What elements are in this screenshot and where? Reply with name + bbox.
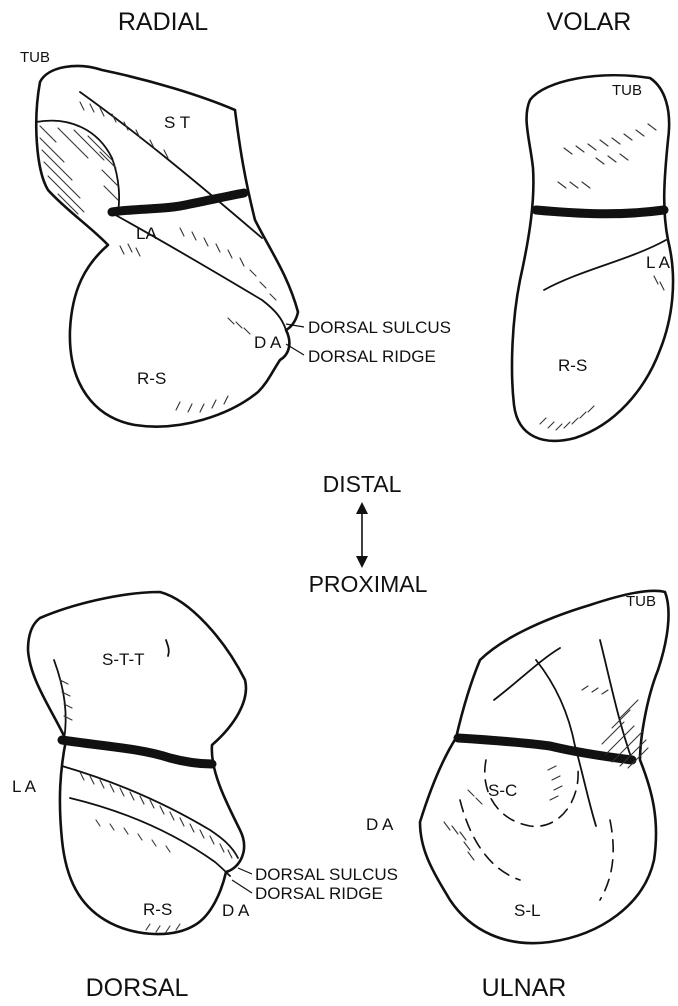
ulnar-label-tub: TUB bbox=[626, 593, 656, 610]
view-title-volar: VOLAR bbox=[547, 8, 632, 36]
radial-label-dorsal-sulcus: DORSAL SULCUS bbox=[308, 318, 451, 337]
dorsal-dorsal-ridge-leader bbox=[232, 880, 252, 893]
ulnar-scaphoid-outline bbox=[420, 591, 669, 943]
volar-label-tub: TUB bbox=[612, 82, 642, 99]
axis-label-proximal: PROXIMAL bbox=[309, 571, 428, 597]
radial-label-la: LA bbox=[136, 224, 157, 243]
radial-label-st: S T bbox=[164, 113, 190, 132]
dorsal-label-da: D A bbox=[222, 901, 250, 920]
ulnar-label-da: D A bbox=[366, 815, 394, 834]
dorsal-view-drawing bbox=[28, 592, 252, 934]
radial-label-tub: TUB bbox=[20, 49, 50, 66]
dorsal-label-la: L A bbox=[12, 777, 37, 796]
view-title-radial: RADIAL bbox=[118, 8, 208, 36]
axis-label-distal: DISTAL bbox=[323, 471, 402, 497]
dorsal-label-dorsal-ridge: DORSAL RIDGE bbox=[255, 884, 383, 903]
dorsal-label-stt: S-T-T bbox=[102, 650, 145, 669]
dorsal-dorsal-sulcus-leader bbox=[238, 868, 252, 874]
distal-proximal-arrow bbox=[356, 502, 368, 568]
view-title-dorsal: DORSAL bbox=[86, 974, 189, 1002]
view-title-ulnar: ULNAR bbox=[482, 974, 567, 1002]
ulnar-label-sl: S-L bbox=[514, 901, 540, 920]
dorsal-label-rs: R-S bbox=[143, 900, 172, 919]
radial-label-da: D A bbox=[254, 333, 282, 352]
radial-label-rs: R-S bbox=[137, 369, 166, 388]
ulnar-label-sc: S-C bbox=[488, 781, 517, 800]
radial-label-dorsal-ridge: DORSAL RIDGE bbox=[308, 347, 436, 366]
volar-waist-band bbox=[536, 210, 664, 214]
volar-label-rs: R-S bbox=[558, 356, 587, 375]
volar-label-la: L A bbox=[646, 253, 671, 272]
dorsal-label-dorsal-sulcus: DORSAL SULCUS bbox=[255, 865, 398, 884]
ulnar-view-drawing bbox=[420, 591, 669, 943]
